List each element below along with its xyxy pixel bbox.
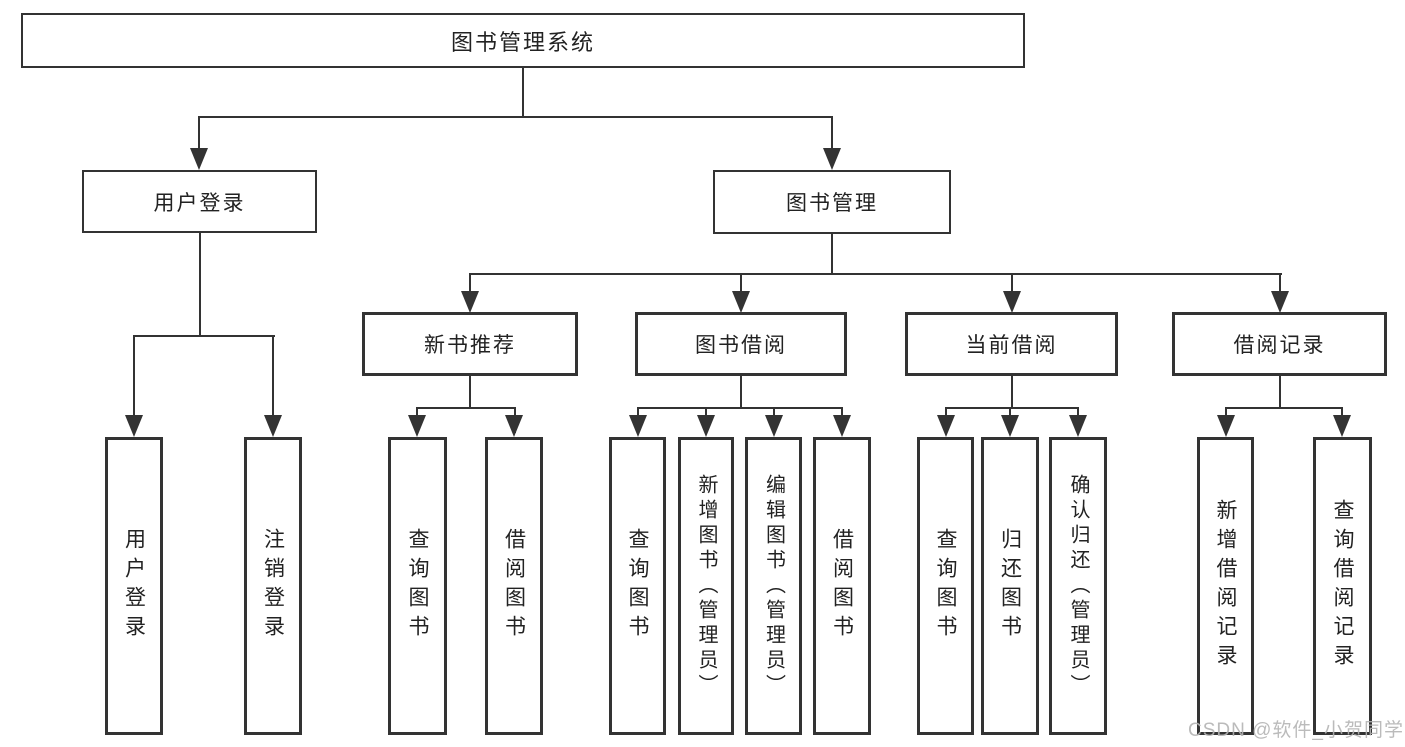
connector-root-stub (522, 68, 524, 118)
leaf-logout: 注销登录 (244, 437, 302, 735)
connector-root-vline-left (198, 116, 200, 150)
leaf-user-login: 用户登录 (105, 437, 163, 735)
arrow-down-icon (833, 415, 851, 437)
connector-borrow-hline (637, 407, 843, 409)
leaf-query-book-recommend-label: 查询图书 (406, 528, 429, 644)
arrow-down-icon (505, 415, 523, 437)
arrow-down-icon (190, 148, 208, 170)
connector-records-stub (1279, 376, 1281, 409)
arrow-down-icon (125, 415, 143, 437)
leaf-logout-label: 注销登录 (261, 528, 285, 644)
connector-mgmt-stub (831, 234, 833, 275)
node-book-borrow-label: 图书借阅 (695, 334, 787, 357)
node-book-management-label: 图书管理 (786, 192, 878, 215)
leaf-borrow-book-recommend: 借阅图书 (485, 437, 543, 735)
connector-userlogin-vline-right (272, 335, 274, 415)
arrow-down-icon (461, 291, 479, 313)
leaf-borrow-book-recommend-label: 借阅图书 (502, 528, 526, 644)
leaf-return-book-label: 归还图书 (998, 528, 1022, 644)
leaf-borrow-book-label: 借阅图书 (830, 528, 854, 644)
arrow-down-icon (1003, 291, 1021, 313)
leaf-confirm-return-admin-label: 确认归还（管理员） (1067, 473, 1089, 699)
connector-root-hline (199, 116, 833, 118)
connector-current-hline (945, 407, 1079, 409)
leaf-add-book-admin-label: 新增图书（管理员） (695, 473, 717, 699)
arrow-down-icon (765, 415, 783, 437)
connector-root-vline-right (831, 116, 833, 150)
leaf-add-book-admin: 新增图书（管理员） (678, 437, 734, 735)
node-new-book-recommend-label: 新书推荐 (424, 334, 516, 357)
leaf-query-borrow-record: 查询借阅记录 (1313, 437, 1372, 735)
node-new-book-recommend: 新书推荐 (362, 312, 578, 376)
node-borrow-records-label: 借阅记录 (1233, 334, 1326, 357)
leaf-edit-book-admin-label: 编辑图书（管理员） (762, 473, 785, 699)
connector-mgmt-hline (469, 273, 1282, 275)
connector-userlogin-hline (133, 335, 275, 337)
leaf-query-book-current-label: 查询图书 (934, 528, 957, 644)
csdn-watermark: CSDN @软件_小贺同学 (1188, 720, 1404, 741)
leaf-confirm-return-admin: 确认归还（管理员） (1049, 437, 1107, 735)
leaf-add-borrow-record-label: 新增借阅记录 (1214, 499, 1237, 673)
node-root-label: 图书管理系统 (450, 29, 595, 55)
leaf-query-book-current: 查询图书 (917, 437, 974, 735)
connector-records-hline (1225, 407, 1343, 409)
node-borrow-records: 借阅记录 (1172, 312, 1387, 376)
leaf-query-borrow-record-label: 查询借阅记录 (1331, 499, 1354, 673)
node-user-login: 用户登录 (82, 170, 317, 233)
connector-mgmt-vline-2 (740, 273, 742, 293)
leaf-borrow-book: 借阅图书 (813, 437, 871, 735)
arrow-down-icon (697, 415, 715, 437)
node-current-borrow: 当前借阅 (905, 312, 1118, 376)
connector-mgmt-vline-3 (1011, 273, 1013, 293)
connector-recommend-stub (469, 376, 471, 409)
leaf-query-book-borrow-label: 查询图书 (626, 528, 649, 644)
arrow-down-icon (1271, 291, 1289, 313)
connector-mgmt-vline-4 (1279, 273, 1281, 293)
arrow-down-icon (264, 415, 282, 437)
node-book-borrow: 图书借阅 (635, 312, 847, 376)
node-book-management: 图书管理 (713, 170, 951, 234)
connector-userlogin-vline-left (133, 335, 135, 415)
arrow-down-icon (732, 291, 750, 313)
connector-userlogin-stub (199, 233, 201, 337)
arrow-down-icon (823, 148, 841, 170)
connector-current-stub (1011, 376, 1013, 409)
leaf-user-login-label: 用户登录 (122, 528, 146, 644)
leaf-add-borrow-record: 新增借阅记录 (1197, 437, 1254, 735)
connector-mgmt-vline-1 (469, 273, 471, 293)
leaf-query-book-borrow: 查询图书 (609, 437, 666, 735)
leaf-query-book-recommend: 查询图书 (388, 437, 447, 735)
leaf-return-book: 归还图书 (981, 437, 1039, 735)
node-user-login-label: 用户登录 (153, 191, 246, 215)
arrow-down-icon (1217, 415, 1235, 437)
arrow-down-icon (937, 415, 955, 437)
connector-borrow-stub (740, 376, 742, 409)
arrow-down-icon (1333, 415, 1351, 437)
leaf-edit-book-admin: 编辑图书（管理员） (745, 437, 802, 735)
arrow-down-icon (629, 415, 647, 437)
node-root: 图书管理系统 (21, 13, 1025, 68)
arrow-down-icon (408, 415, 426, 437)
arrow-down-icon (1001, 415, 1019, 437)
connector-recommend-hline (416, 407, 516, 409)
arrow-down-icon (1069, 415, 1087, 437)
node-current-borrow-label: 当前借阅 (965, 334, 1058, 357)
